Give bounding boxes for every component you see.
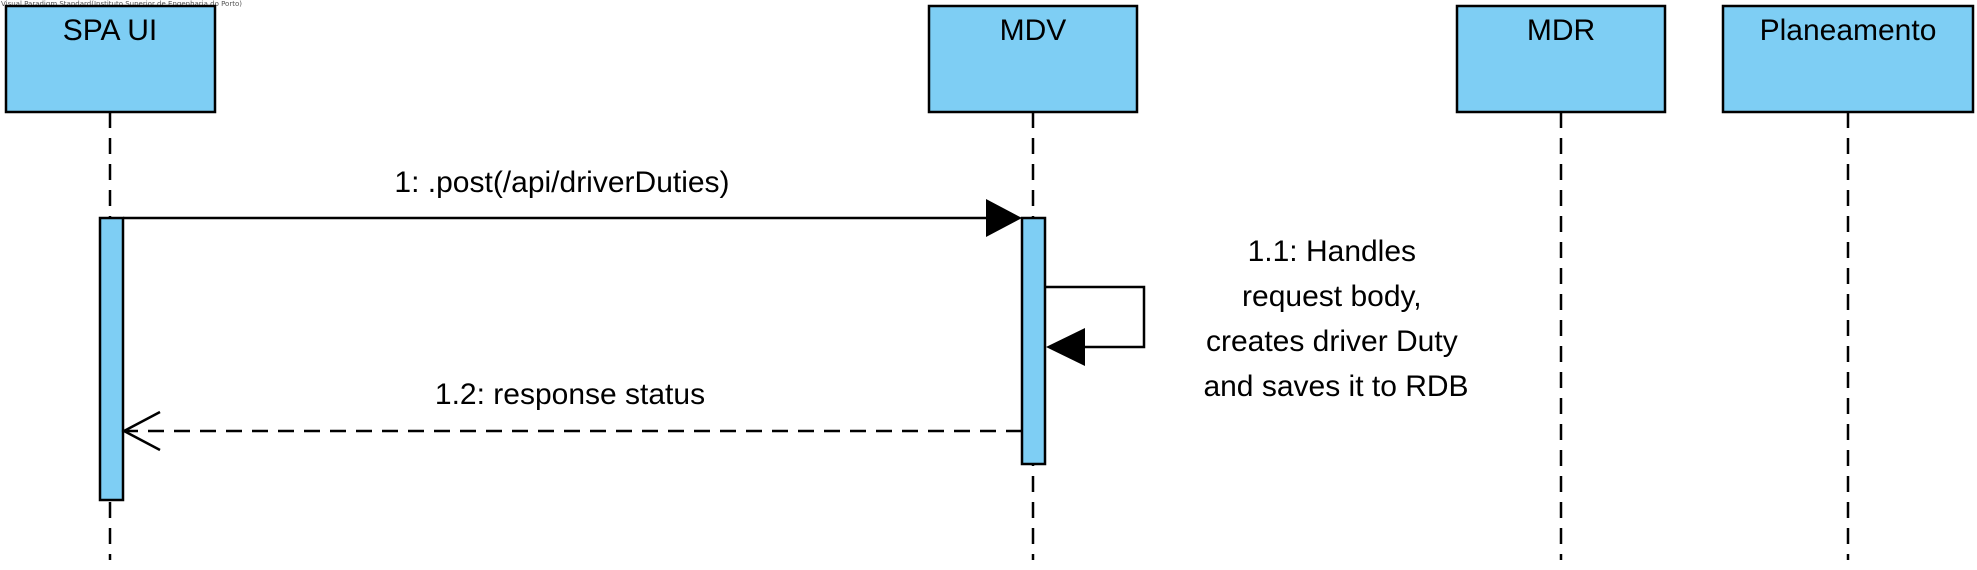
lifeline-label-spa-ui: SPA UI: [63, 14, 157, 47]
lifeline-label-planeamento: Planeamento: [1760, 14, 1937, 47]
lifeline-mdr[interactable]: MDR: [1455, 4, 1667, 560]
message-1-1-label-line-2: request body,: [1242, 280, 1422, 313]
filled-arrowhead-icon: [986, 199, 1022, 237]
message-1-1-label-line-1: 1.1: Handles: [1248, 235, 1416, 268]
lifeline-label-mdv: MDV: [1000, 14, 1067, 47]
watermark: Visual Paradigm Standard(Instituto Super…: [1, 0, 242, 8]
message-1-1-label-line-4: and saves it to RDB: [1203, 370, 1468, 403]
open-arrowhead-icon: [121, 410, 161, 452]
lifeline-head-planeamento[interactable]: [1721, 4, 1975, 114]
activation-bar-spa-ui[interactable]: [98, 216, 125, 502]
lifeline-planeamento[interactable]: Planeamento: [1721, 4, 1975, 560]
message-1-1[interactable]: 1.1: Handles request body, creates drive…: [1045, 235, 1469, 403]
message-1-2-label: 1.2: response status: [435, 378, 705, 411]
activation-bar-mdv[interactable]: [1020, 216, 1047, 466]
message-1-1-self-loop: [1045, 285, 1146, 349]
lifeline-mdv[interactable]: MDV: [927, 4, 1139, 560]
message-1-2[interactable]: 1.2: response status: [121, 378, 1022, 452]
lifeline-label-mdr: MDR: [1527, 14, 1595, 47]
lifeline-spa-ui[interactable]: SPA UI: [4, 4, 217, 560]
lifeline-head-mdr[interactable]: [1455, 4, 1667, 114]
message-1[interactable]: 1: .post(/api/driverDuties): [123, 166, 1022, 237]
message-1-label: 1: .post(/api/driverDuties): [394, 166, 729, 199]
filled-arrowhead-icon: [1046, 328, 1085, 366]
message-1-1-label-line-3: creates driver Duty: [1206, 325, 1458, 358]
message-1-1-label: 1.1: Handles request body, creates drive…: [1203, 235, 1468, 403]
